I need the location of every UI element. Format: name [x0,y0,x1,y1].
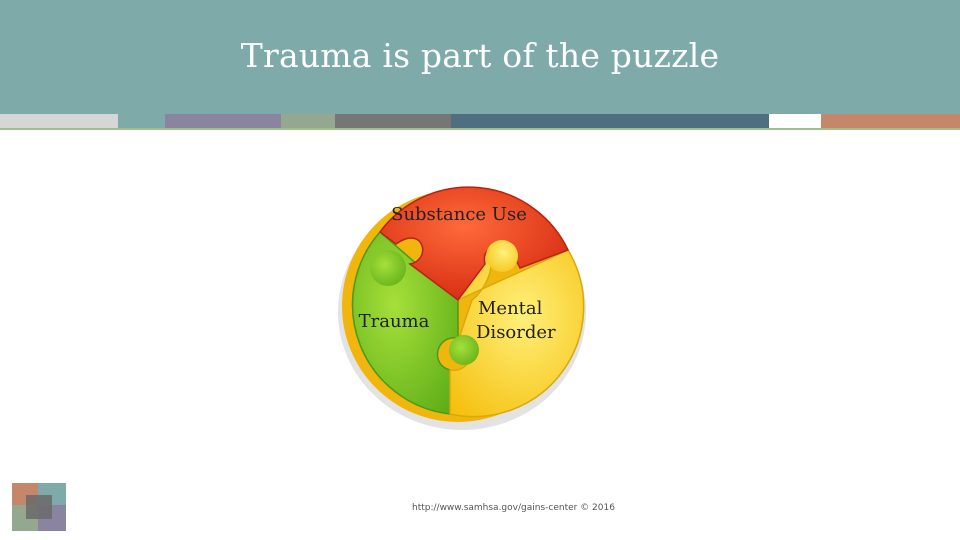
stripe-segment [451,114,769,128]
color-stripe [0,114,960,128]
source-citation: http://www.samhsa.gov/gains-center © 201… [412,503,615,513]
stripe-segment [0,114,118,128]
puzzle-knob [449,335,479,365]
puzzle-knob [370,250,406,286]
title-banner: Trauma is part of the puzzle [0,0,960,114]
corner-logo [12,483,66,531]
label-mental: Mental [478,298,543,319]
puzzle-graphic: Substance Use Trauma Mental Disorder [338,186,586,430]
stripe-segment [821,114,960,128]
label-substance-use: Substance Use [391,204,527,225]
puzzle-piece-mental-disorder [449,249,585,418]
stripe-segment [769,114,821,128]
stripe-segment [118,114,165,128]
logo-square [26,495,52,519]
stripe-segment [335,114,451,128]
slide-title: Trauma is part of the puzzle [240,36,720,75]
puzzle-piece-substance-use [378,186,570,302]
stripe-underline [0,128,960,130]
puzzle-knob [486,240,518,272]
label-trauma: Trauma [359,311,430,332]
stripe-segment [281,114,335,128]
stripe-segment [165,114,281,128]
label-disorder: Disorder [476,322,556,343]
